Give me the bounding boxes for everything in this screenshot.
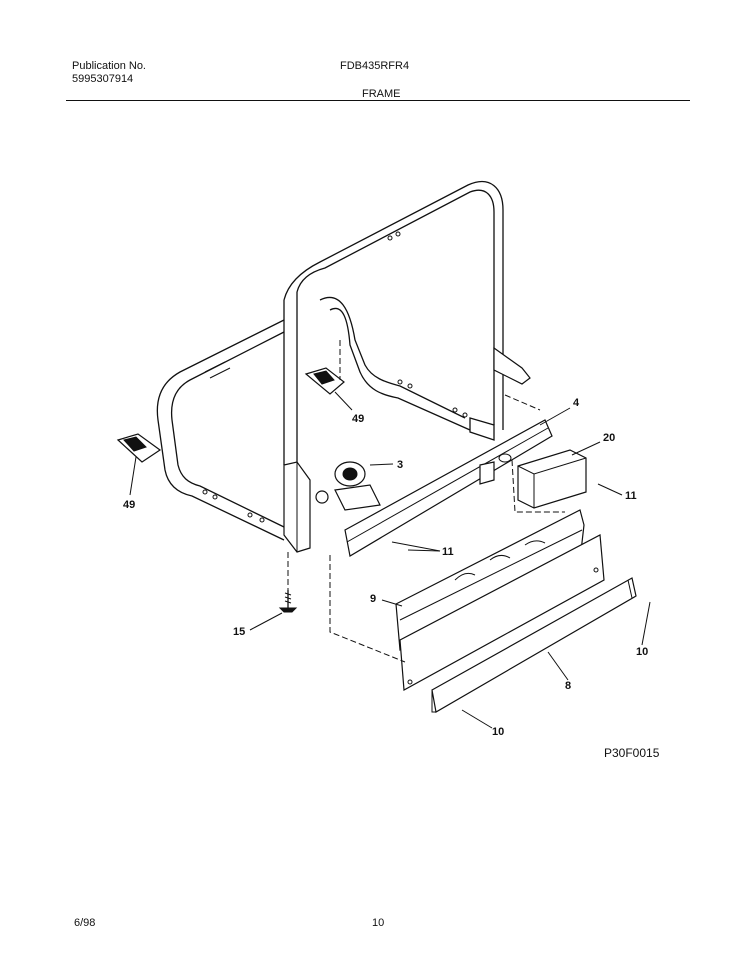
page-number: 10 bbox=[372, 917, 385, 929]
publication-label: Publication No. bbox=[72, 60, 146, 72]
callout-10-right: 10 bbox=[636, 646, 648, 658]
callout-15: 15 bbox=[233, 626, 245, 638]
frame-assembly bbox=[156, 180, 531, 553]
callout-4: 4 bbox=[573, 397, 580, 409]
callout-10-bottom: 10 bbox=[492, 726, 504, 738]
box-part-20 bbox=[517, 449, 587, 509]
callout-20: 20 bbox=[603, 432, 615, 444]
panel-part-9 bbox=[395, 509, 585, 651]
callout-8: 8 bbox=[565, 680, 571, 692]
strip-part-10 bbox=[431, 577, 637, 713]
callout-3: 3 bbox=[397, 459, 403, 471]
model-number: FDB435RFR4 bbox=[340, 60, 410, 72]
footer-date: 6/98 bbox=[74, 917, 96, 929]
valve-part-3 bbox=[315, 461, 381, 511]
callout-11-right: 11 bbox=[625, 490, 637, 502]
bracket-49-rear bbox=[304, 367, 345, 395]
callout-49-rear: 49 bbox=[352, 413, 364, 425]
callout-9: 9 bbox=[370, 593, 376, 605]
rail-part-4 bbox=[344, 419, 553, 557]
callout-49-left: 49 bbox=[123, 499, 135, 511]
figure-code: P30F0015 bbox=[604, 746, 660, 760]
bracket-49-left bbox=[116, 433, 162, 463]
section-title: FRAME bbox=[362, 88, 401, 100]
header-rule bbox=[66, 100, 690, 101]
screw-part-15 bbox=[278, 590, 298, 613]
callout-11-left: 11 bbox=[442, 546, 454, 558]
publication-number: 5995307914 bbox=[72, 73, 134, 85]
panel-part-8 bbox=[399, 534, 605, 691]
